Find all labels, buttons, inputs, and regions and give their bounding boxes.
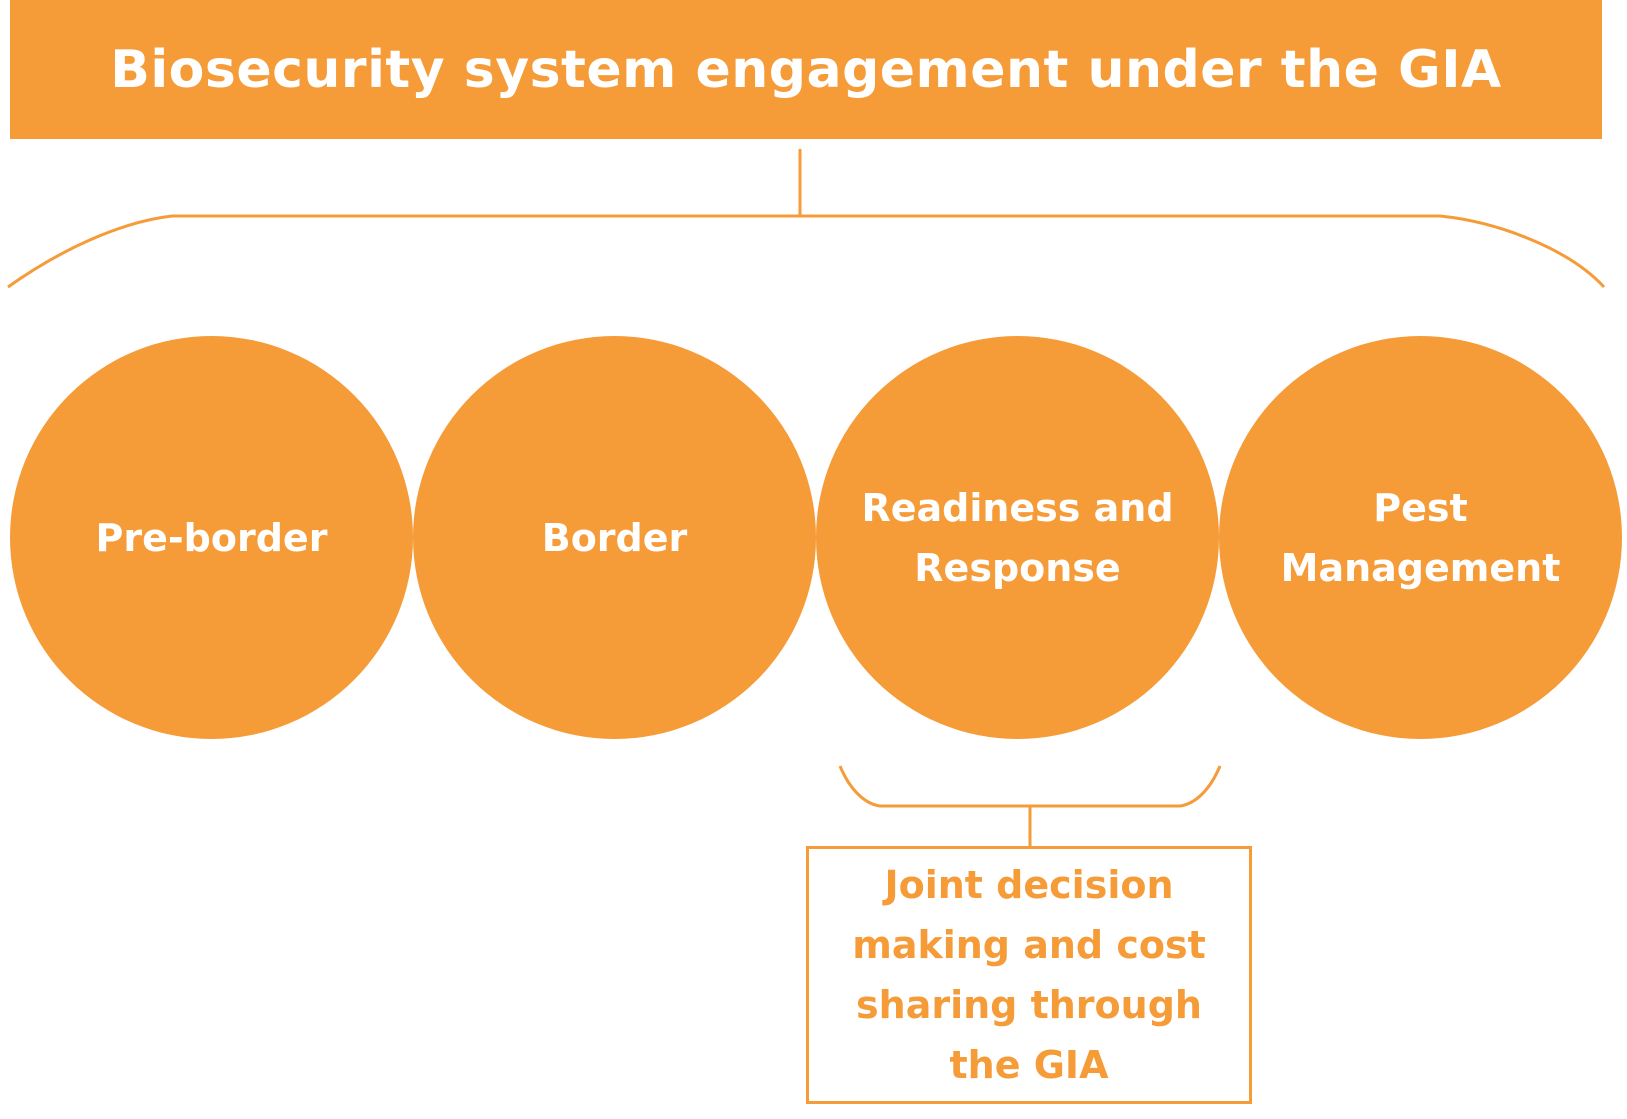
stage-label: Pre-border	[95, 515, 328, 560]
stages-brace	[7, 214, 1606, 289]
stage-pre-border: Pre-border	[10, 336, 413, 739]
stage-readiness-and-response: Readiness and Response	[816, 336, 1219, 739]
outcome-box: Joint decision making and cost sharing t…	[806, 846, 1252, 1104]
stage-label: Pest Management	[1280, 485, 1561, 590]
stage-label: Border	[541, 515, 688, 560]
stage-label: Readiness and Response	[861, 485, 1174, 590]
diagram-title: Biosecurity system engagement under the …	[110, 39, 1502, 100]
title-bar: Biosecurity system engagement under the …	[10, 0, 1602, 139]
outcome-label: Joint decision making and cost sharing t…	[852, 863, 1206, 1087]
response-brace	[838, 765, 1222, 808]
stage-border: Border	[413, 336, 816, 739]
stage-pest-management: Pest Management	[1219, 336, 1622, 739]
